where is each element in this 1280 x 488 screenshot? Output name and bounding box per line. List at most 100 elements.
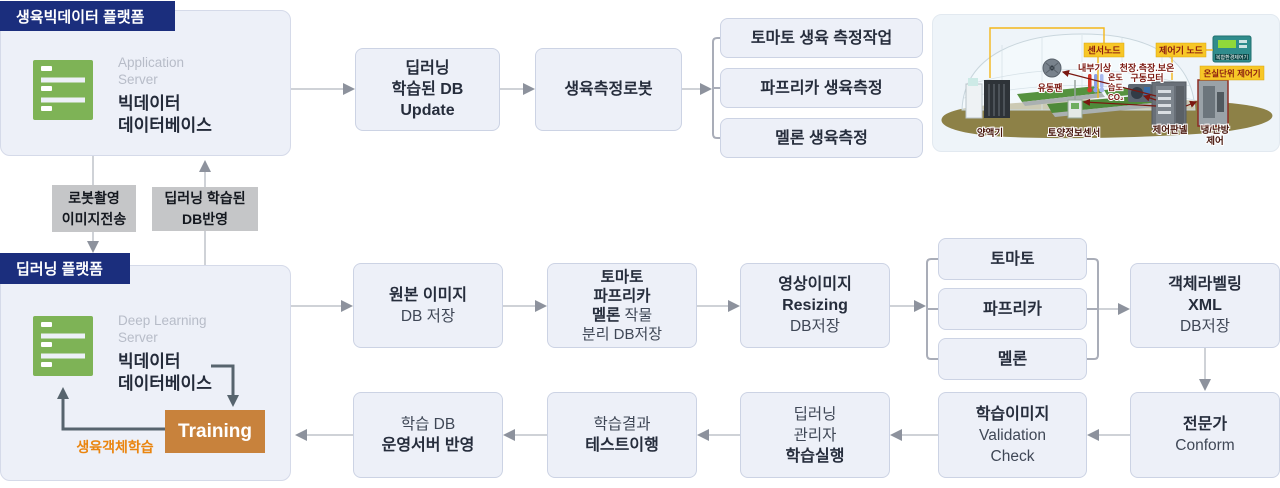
node-line: 객체라벨링 [1168, 276, 1242, 293]
node-object-labeling: 객체라벨링 XML DB저장 [1130, 263, 1280, 348]
node-line: 멜론 작물 [591, 306, 653, 324]
greenhouse-illustration: 복합환경제어기 [932, 14, 1280, 152]
node-task-tomato: 토마토 생육 측정작업 [720, 18, 923, 58]
node-test-results: 학습결과 테스트이행 [547, 392, 697, 478]
node-db-update: 딥러닝 학습된 DB Update [355, 48, 500, 131]
server-name-line: 데이터베이스 [118, 374, 212, 393]
node-training-execution: 딥러닝 관리자 학습실행 [740, 392, 890, 478]
server-type-line: Deep Learning [118, 313, 207, 328]
crop-box-tomato: 토마토 [938, 238, 1087, 280]
device-label: 복합환경제어기 [1216, 54, 1248, 61]
hvac-label-line2: 제어 [1206, 135, 1223, 147]
node-expert-conform: 전문가 Conform [1130, 392, 1280, 478]
label-line: 로봇촬영 [68, 189, 120, 206]
motor-label-line1: 천장.측장.보온 [1120, 62, 1175, 73]
node-line: 토마토 [990, 250, 1035, 268]
server-name-line: 빅데이터 [118, 94, 181, 113]
node-line: 딥러닝 [793, 405, 837, 423]
nutrient-label: 양액기 [977, 127, 1003, 139]
controller-node-label: 제어기 노드 [1159, 45, 1204, 56]
training-caption: 생육객체학습 [76, 439, 154, 455]
node-line: 생육측정로봇 [564, 81, 653, 98]
control-panel-cabinet [1151, 81, 1187, 129]
motor-label-line2: 구동모터 [1130, 72, 1163, 83]
bigdata-server-text: Application Server 빅데이터 데이터베이스 [118, 54, 212, 137]
humidity-label: 습도 [1108, 82, 1123, 92]
node-original-image: 원본 이미지 DB 저장 [353, 263, 503, 348]
greenhouse-figure: 복합환경제어기 [932, 14, 1280, 152]
sensor-node-label: 센서노드 [1087, 45, 1121, 56]
node-line: 학습결과 [593, 416, 651, 433]
node-line: 딥러닝 [405, 60, 450, 77]
server-type-line: Server [118, 72, 158, 87]
control-arrows [1061, 70, 1198, 108]
deep-server-text: Deep Learning Server 빅데이터 데이터베이스 [118, 312, 212, 395]
node-crop-separation: 토마토 파프리카 멜론 작물 분리 DB저장 [547, 263, 697, 348]
node-line: 운영서버 반영 [381, 437, 475, 454]
node-line: XML [1188, 297, 1222, 314]
node-line: 영상이미지 [778, 276, 852, 293]
label-db-reflect: 딥러닝 학습된 DB반영 [152, 187, 258, 231]
circulation-fan-icon [1042, 58, 1062, 78]
node-line: Resizing [782, 297, 848, 314]
label-line: DB반영 [182, 211, 228, 227]
node-line: 토마토 생육 측정작업 [750, 29, 893, 47]
node-line: 학습실행 [785, 447, 845, 465]
node-line: DB저장 [1179, 318, 1231, 335]
node-line: Update [400, 102, 455, 119]
node-line: 멜론 생육측정 [775, 129, 868, 147]
node-line: 관리자 [793, 426, 837, 444]
node-line: DB저장 [789, 318, 841, 335]
node-resizing: 영상이미지 Resizing DB저장 [740, 263, 890, 348]
server-name-line: 데이터베이스 [118, 116, 212, 135]
deep-platform-title: 딥러닝 플랫폼 [16, 261, 103, 278]
node-deploy-db: 학습 DB 운영서버 반영 [353, 392, 503, 478]
node-task-paprika: 파프리카 생육측정 [720, 68, 923, 108]
node-validation-check: 학습이미지 Validation Check [938, 392, 1087, 478]
label-robot-image-transfer: 로봇촬영 이미지전송 [52, 185, 136, 232]
soil-sensor-label: 토양정보센서 [1048, 127, 1100, 139]
node-line: 학습이미지 [975, 405, 1050, 423]
node-line: 테스트이행 [585, 437, 659, 454]
crop-box-melon: 멜론 [938, 338, 1087, 380]
yellow-node-labels: 센서노드 제어기 노드 온실단위 제어기 [1083, 42, 1265, 81]
co2-label: CO₂ [1108, 93, 1124, 102]
thermometer-icons [1087, 74, 1105, 93]
server-icon [33, 316, 93, 376]
node-task-melon: 멜론 생육측정 [720, 118, 923, 158]
nutrient-machine [965, 78, 1010, 119]
training-box: Training [165, 410, 265, 453]
node-line: 학습된 DB [391, 81, 464, 98]
indoor-weather-label: 내부기상 [1078, 62, 1112, 73]
temp-label: 온도 [1108, 73, 1123, 82]
greenhouse-texts: 내부기상 천장.측장.보온 구동모터 온도 습도 CO₂ 유동팬 양액기 토양정… [976, 61, 1231, 148]
deep-platform-header: 딥러닝 플랫폼 [0, 253, 130, 284]
control-panel-label: 제어판넬 [1153, 124, 1188, 136]
label-line: 딥러닝 학습된 [164, 190, 246, 206]
node-growth-robot: 생육측정로봇 [535, 48, 682, 131]
server-name-line: 빅데이터 [118, 352, 181, 371]
node-line: Check [990, 447, 1035, 465]
node-line: Validation [979, 426, 1046, 444]
hvac-label-line1: 냉/난방 [1201, 124, 1230, 136]
node-line: 파프리카 [593, 287, 651, 305]
unit-controller-device: 복합환경제어기 [1212, 35, 1252, 63]
node-line: 분리 DB저장 [581, 325, 663, 343]
drive-motor [1128, 84, 1152, 102]
hvac-unit [1197, 79, 1229, 127]
node-line: 토마토 [600, 268, 644, 286]
server-icon [33, 60, 93, 120]
server-type-line: Server [118, 330, 158, 345]
node-line: DB 저장 [400, 307, 456, 325]
node-line: 파프리카 [983, 300, 1042, 318]
server-type-line: Application [118, 55, 185, 70]
label-line: 이미지전송 [61, 210, 127, 227]
unit-controller-label: 온실단위 제어기 [1203, 69, 1260, 79]
node-line: 원본 이미지 [388, 286, 468, 304]
fan-label: 유동팬 [1038, 82, 1063, 93]
bigdata-platform-title: 생육빅데이터 플랫폼 [16, 8, 145, 26]
bigdata-platform-header: 생육빅데이터 플랫폼 [0, 1, 175, 31]
sensor-wire-lines [989, 27, 1213, 98]
soil-sensor-device [1067, 80, 1083, 119]
